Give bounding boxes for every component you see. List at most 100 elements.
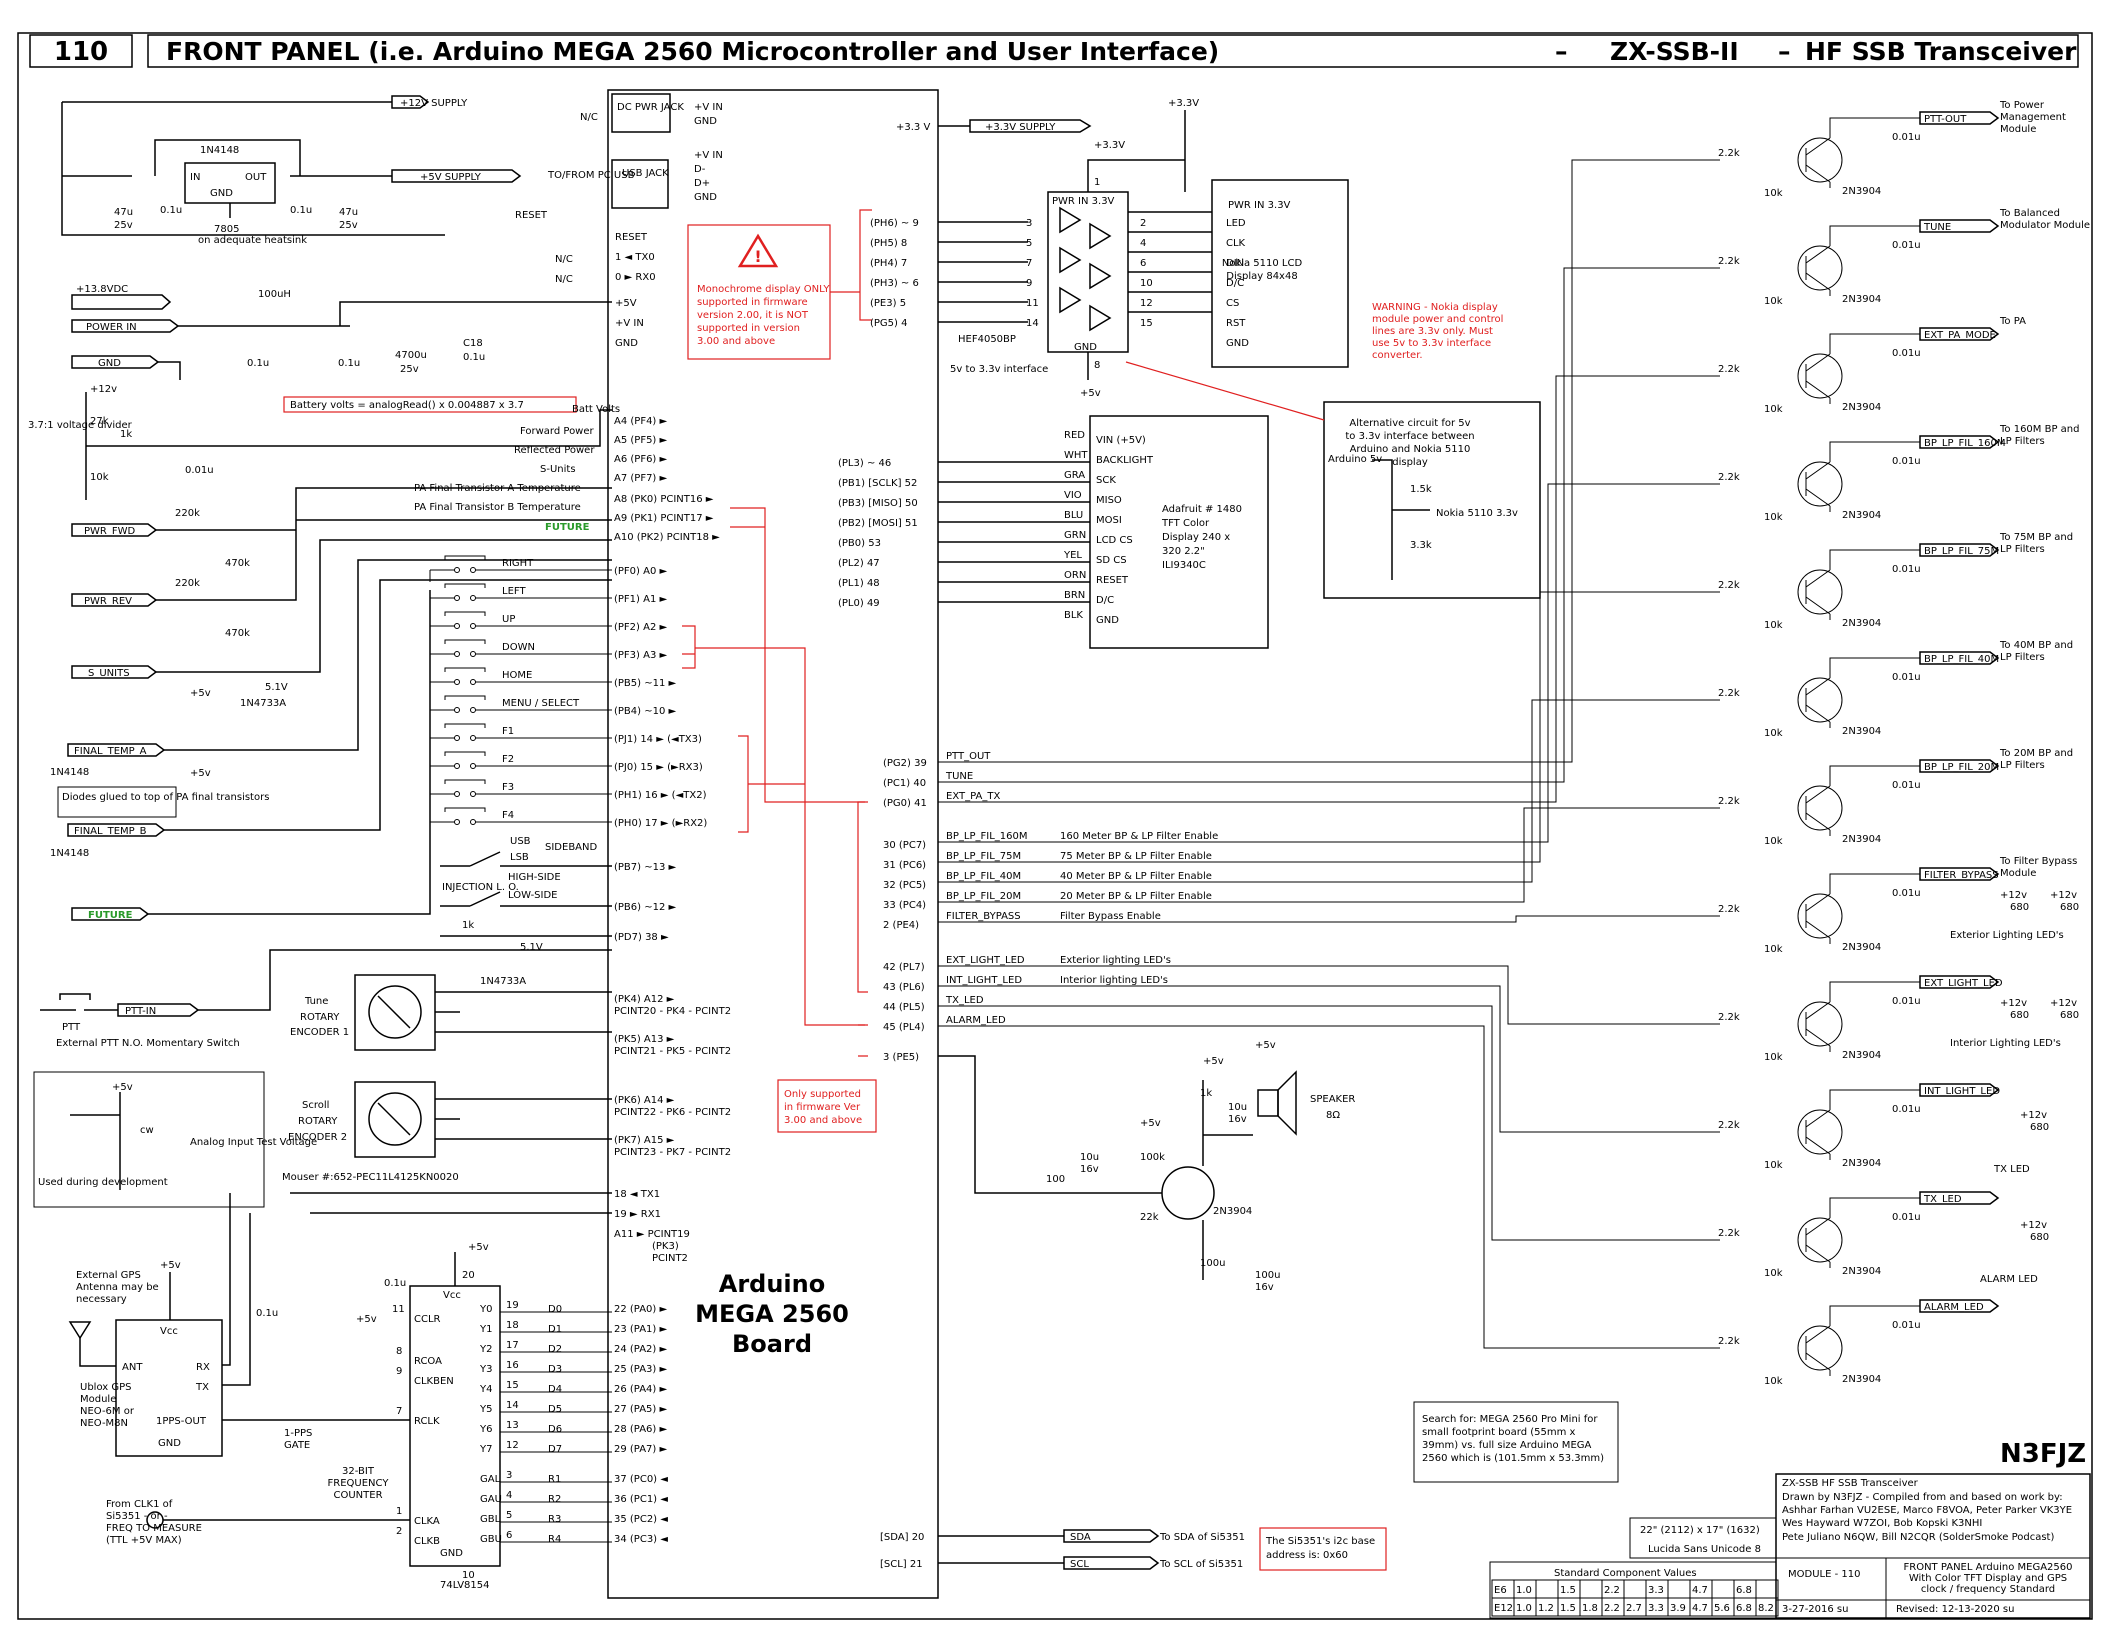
r1k-b: 1k — [462, 920, 474, 931]
ls-left-pin: 7 — [1026, 258, 1032, 269]
pin-pl7: 42 (PL7) — [883, 962, 925, 973]
out-label-box-6 — [1919, 759, 2000, 773]
ls-right-pin: 12 — [1140, 298, 1153, 309]
out-tr-8: 2N3904 — [1842, 1050, 1881, 1061]
reg-note: on adequate heatsink — [198, 235, 307, 246]
button-contact — [454, 819, 460, 825]
ptt-label: PTT — [62, 1022, 81, 1033]
out-tr-0: 2N3904 — [1842, 186, 1881, 197]
power-in-label: POWER IN — [86, 322, 137, 333]
button-contact — [470, 763, 476, 769]
cnt-data-4: D4 — [548, 1384, 562, 1395]
sig-wire-1 — [938, 267, 1720, 783]
std-val: 4.7 — [1692, 1603, 1708, 1614]
out-label-3: BP_LP_FIL_160M — [1924, 438, 2005, 449]
sig-0: PTT_OUT — [946, 751, 991, 762]
spk-r22k: 22k — [1140, 1212, 1159, 1223]
npn-transistor-6 — [1797, 785, 1843, 831]
cnt-out-7: Y7 — [479, 1444, 492, 1455]
cnt-port-0: 22 (PA0) ► — [614, 1304, 667, 1315]
out-label-5: BP_LP_FIL_40M — [1924, 654, 1999, 665]
pin-pl6: 43 (PL6) — [883, 982, 925, 993]
nokia-dc: D/C — [1226, 278, 1244, 289]
pin-pk3: (PK3) — [652, 1241, 679, 1252]
cnt-num-4: 15 — [506, 1380, 519, 1391]
gps-c01: 0.1u — [256, 1308, 278, 1319]
npn-wiring-7 — [1805, 873, 1920, 944]
out-r10k-9: 10k — [1764, 1160, 1783, 1171]
pin-pj1: (PJ1) 14 ► (◄TX3) — [614, 734, 702, 745]
ls-left-pin: 9 — [1026, 278, 1032, 289]
level-shifter: PWR IN 3.3V GND HEF4050BP 5v to 3.3v int… — [896, 98, 1212, 380]
switch-group: USB LSB SIDEBAND HIGH-SIDE LOW-SIDE INJE… — [440, 836, 677, 987]
std-val: 2.2 — [1604, 1603, 1620, 1614]
cnt-num-11: 6 — [506, 1530, 512, 1541]
button-label-4: HOME — [502, 670, 532, 681]
npn-wiring-2 — [1805, 333, 1920, 404]
enc2-encoder: ENCODER 2 — [288, 1132, 347, 1143]
ls-pin8: 8 — [1094, 360, 1100, 371]
alt-arduino: Arduino 5v — [1328, 454, 1382, 465]
button-contact — [470, 679, 476, 685]
out-r22-0: 2.2k — [1718, 148, 1740, 159]
cap-01d: 0.1u — [338, 358, 360, 369]
out-r22-3: 2.2k — [1718, 472, 1740, 483]
npn-wiring-0 — [1805, 117, 1920, 188]
enc1-rotary: ROTARY — [300, 1012, 340, 1023]
out-label-box-4 — [1919, 543, 2000, 557]
pin-sda: [SDA] 20 — [880, 1532, 924, 1543]
sig-4: BP_LP_FIL_75M — [946, 851, 1021, 862]
tft-wire-7: ORN — [1064, 570, 1086, 581]
cnt-port-8: 37 (PC0) ◄ — [614, 1474, 668, 1485]
sw-sideband: SIDEBAND — [545, 842, 597, 853]
tb-credit-0: Drawn by N3FJZ - Compiled from and based… — [1782, 1492, 2063, 1503]
r5v-b: +5v — [190, 768, 211, 779]
cnt-out-3: Y3 — [479, 1364, 492, 1375]
mega-title-2: MEGA 2560 — [695, 1300, 849, 1328]
std-val: E6 — [1494, 1585, 1507, 1596]
button-wiring — [429, 639, 612, 666]
cnt-out-9: GAU — [480, 1494, 502, 1505]
gps-tx: TX — [195, 1382, 209, 1393]
ls-left-pin: 11 — [1026, 298, 1039, 309]
tft-pin-0: VIN (+5V) — [1096, 435, 1146, 446]
dc-gnd: GND — [694, 116, 717, 127]
i2c-bus: [SDA] 20 [SCL] 21 SDA SCL To SDA of Si53… — [880, 1527, 1387, 1571]
cap-47u: 47u — [114, 207, 133, 218]
button-pins: (PF0) A0 ► (PF1) A1 ► (PF2) A2 ► (PF3) A… — [614, 566, 865, 1026]
out-tr-1: 2N3904 — [1842, 294, 1881, 305]
cnt-num-2: 17 — [506, 1340, 519, 1351]
enc2-rotary: ROTARY — [298, 1116, 338, 1127]
button-contact — [454, 567, 460, 573]
npn-wiring-10 — [1805, 1197, 1920, 1268]
button-label-9: F4 — [502, 810, 514, 821]
pin-rx1: 19 ► RX1 — [614, 1209, 661, 1220]
pin-tx1: 18 ◄ TX1 — [614, 1189, 660, 1200]
cnt-p20: 20 — [462, 1270, 475, 1281]
mega-power-pins: RESET 1 ◄ TX0 0 ► RX0 +5V +V IN GND — [615, 232, 656, 349]
led-r680-2: 680 — [2010, 1010, 2029, 1021]
sheet-border — [17, 32, 2093, 1620]
cnt-port-5: 27 (PA5) ► — [614, 1404, 667, 1415]
pin-pcint2: PCINT2 — [652, 1253, 688, 1264]
cnt-port-4: 26 (PA4) ► — [614, 1384, 667, 1395]
tx-led-label: TX LED — [1993, 1164, 2030, 1175]
to-scl: To SCL of Si5351 — [1159, 1559, 1243, 1570]
out-r22-1: 2.2k — [1718, 256, 1740, 267]
out-cap-2: 0.01u — [1892, 348, 1921, 359]
pin-pl2: (PL2) 47 — [838, 558, 880, 569]
reg-in: IN — [190, 172, 200, 183]
button-contact — [454, 707, 460, 713]
button-label-7: F2 — [502, 754, 514, 765]
tft-pin-9: GND — [1096, 615, 1119, 626]
out-label-8: EXT_LIGHT_LED — [1924, 978, 2003, 989]
cnt-data-7: D7 — [548, 1444, 562, 1455]
gps-gnd: GND — [158, 1438, 181, 1449]
out-dest-2: To PA — [1999, 316, 2026, 327]
cnt-p11: 11 — [392, 1304, 405, 1315]
ls-right-pin: 2 — [1140, 218, 1146, 229]
ext-leds-label: Exterior Lighting LED's — [1950, 930, 2064, 941]
out-r10k-6: 10k — [1764, 836, 1783, 847]
tft-pin-3: MISO — [1096, 495, 1122, 506]
